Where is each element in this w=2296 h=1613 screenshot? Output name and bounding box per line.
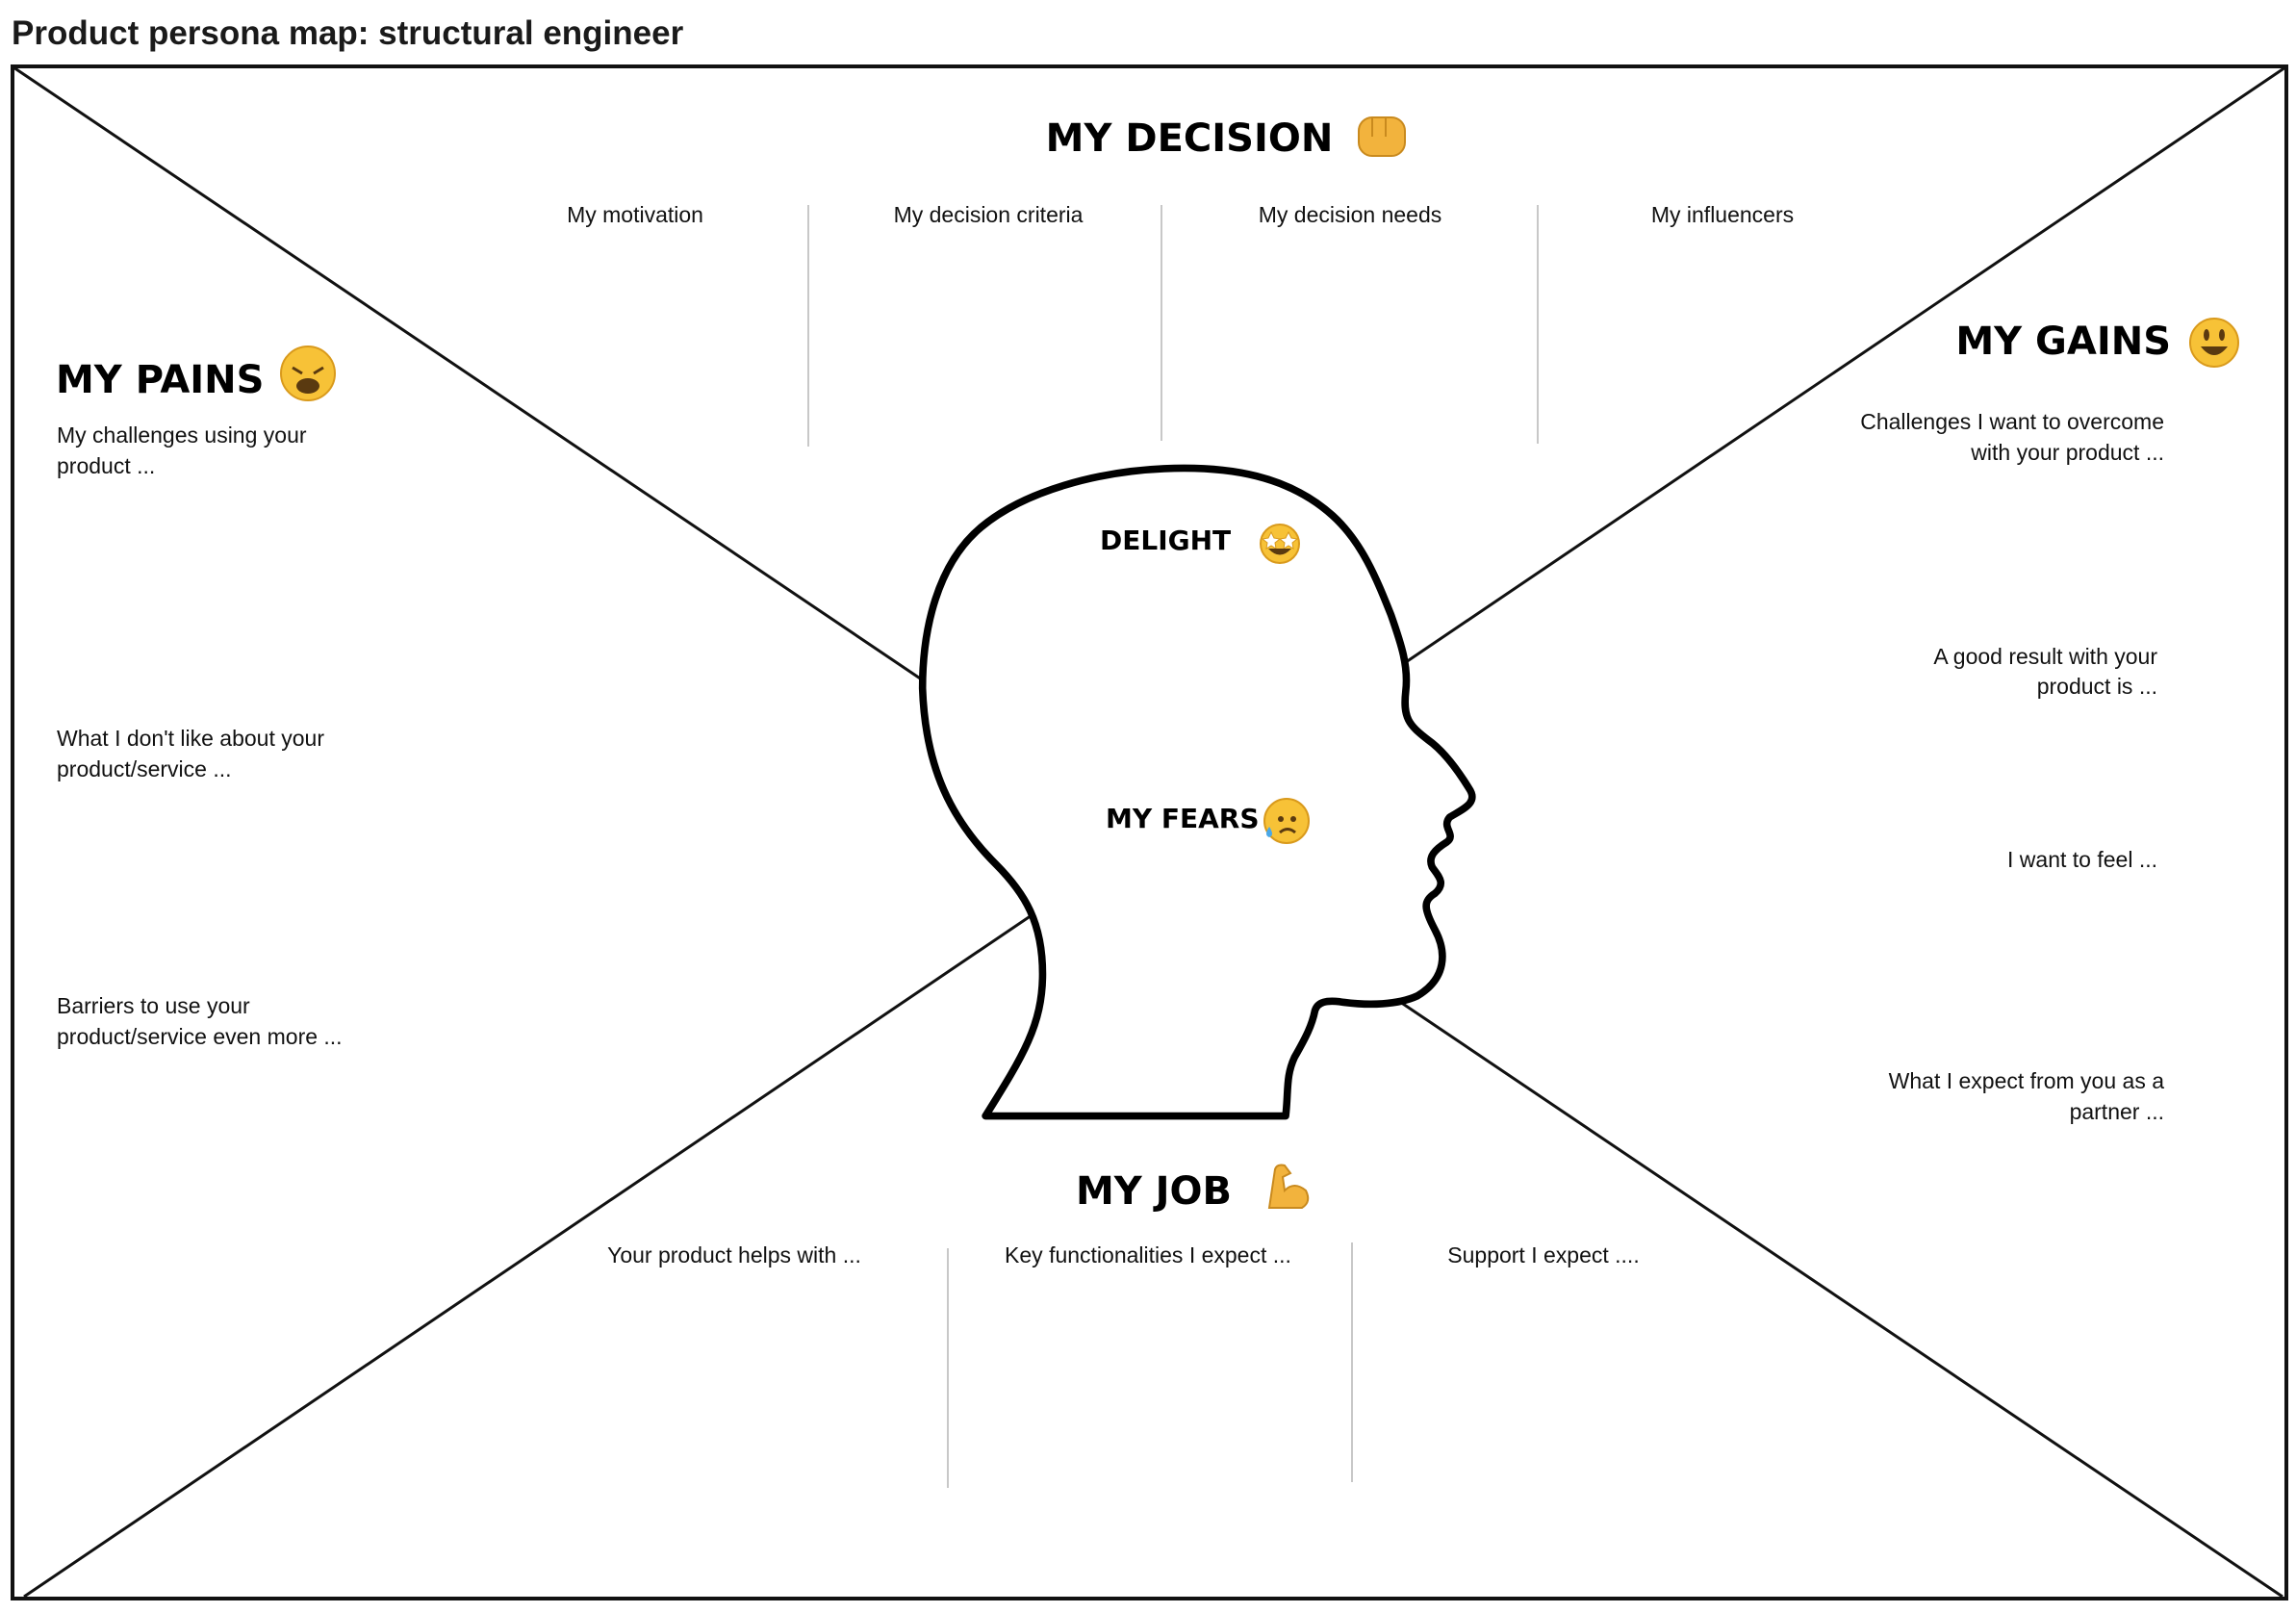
flexed-biceps-icon bbox=[1267, 1164, 1310, 1209]
sad-sweat-face-icon bbox=[1263, 798, 1310, 844]
pains-text: product/service even more ... bbox=[57, 1024, 343, 1049]
page-title: Product persona map: structural engineer bbox=[12, 14, 684, 52]
gains-text: What I expect from you as a bbox=[1889, 1068, 2165, 1093]
decision-column-label: My motivation bbox=[567, 202, 703, 227]
fist-bump-icon bbox=[1358, 116, 1406, 157]
smiling-face-icon bbox=[2189, 318, 2239, 368]
gains-text: partner ... bbox=[2070, 1099, 2164, 1124]
gains-text: I want to feel ... bbox=[2007, 847, 2157, 872]
pains-text: My challenges using your bbox=[57, 422, 307, 448]
job-column-label: Key functionalities I expect ... bbox=[1005, 1242, 1291, 1267]
pains-text: product/service ... bbox=[57, 756, 232, 781]
pains-heading: MY PAINS bbox=[56, 358, 264, 402]
gains-text: Challenges I want to overcome bbox=[1860, 409, 2164, 434]
pains-text: product ... bbox=[57, 453, 155, 478]
job-heading: MY JOB bbox=[1076, 1169, 1232, 1214]
job-column-label: Support I expect .... bbox=[1447, 1242, 1639, 1267]
pains-text: What I don't like about your bbox=[57, 726, 324, 751]
fears-heading: MY FEARS bbox=[1106, 803, 1260, 834]
map-frame bbox=[11, 64, 2288, 1600]
head-silhouette bbox=[918, 464, 1476, 1120]
job-column-label: Your product helps with ... bbox=[607, 1242, 861, 1267]
decision-column-label: My decision criteria bbox=[894, 202, 1084, 227]
star-struck-face-icon bbox=[1260, 524, 1300, 564]
pains-text: Barriers to use your bbox=[57, 993, 250, 1018]
gains-text: A good result with your bbox=[1933, 644, 2157, 669]
decision-column-label: My decision needs bbox=[1259, 202, 1442, 227]
weary-face-icon bbox=[280, 346, 336, 401]
gains-text: product is ... bbox=[2037, 674, 2157, 699]
decision-column-label: My influencers bbox=[1651, 202, 1794, 227]
gains-text: with your product ... bbox=[1970, 440, 2164, 465]
gains-heading: MY GAINS bbox=[1955, 320, 2171, 364]
decision-heading: MY DECISION bbox=[1046, 116, 1334, 161]
delight-heading: DELIGHT bbox=[1100, 525, 1231, 556]
